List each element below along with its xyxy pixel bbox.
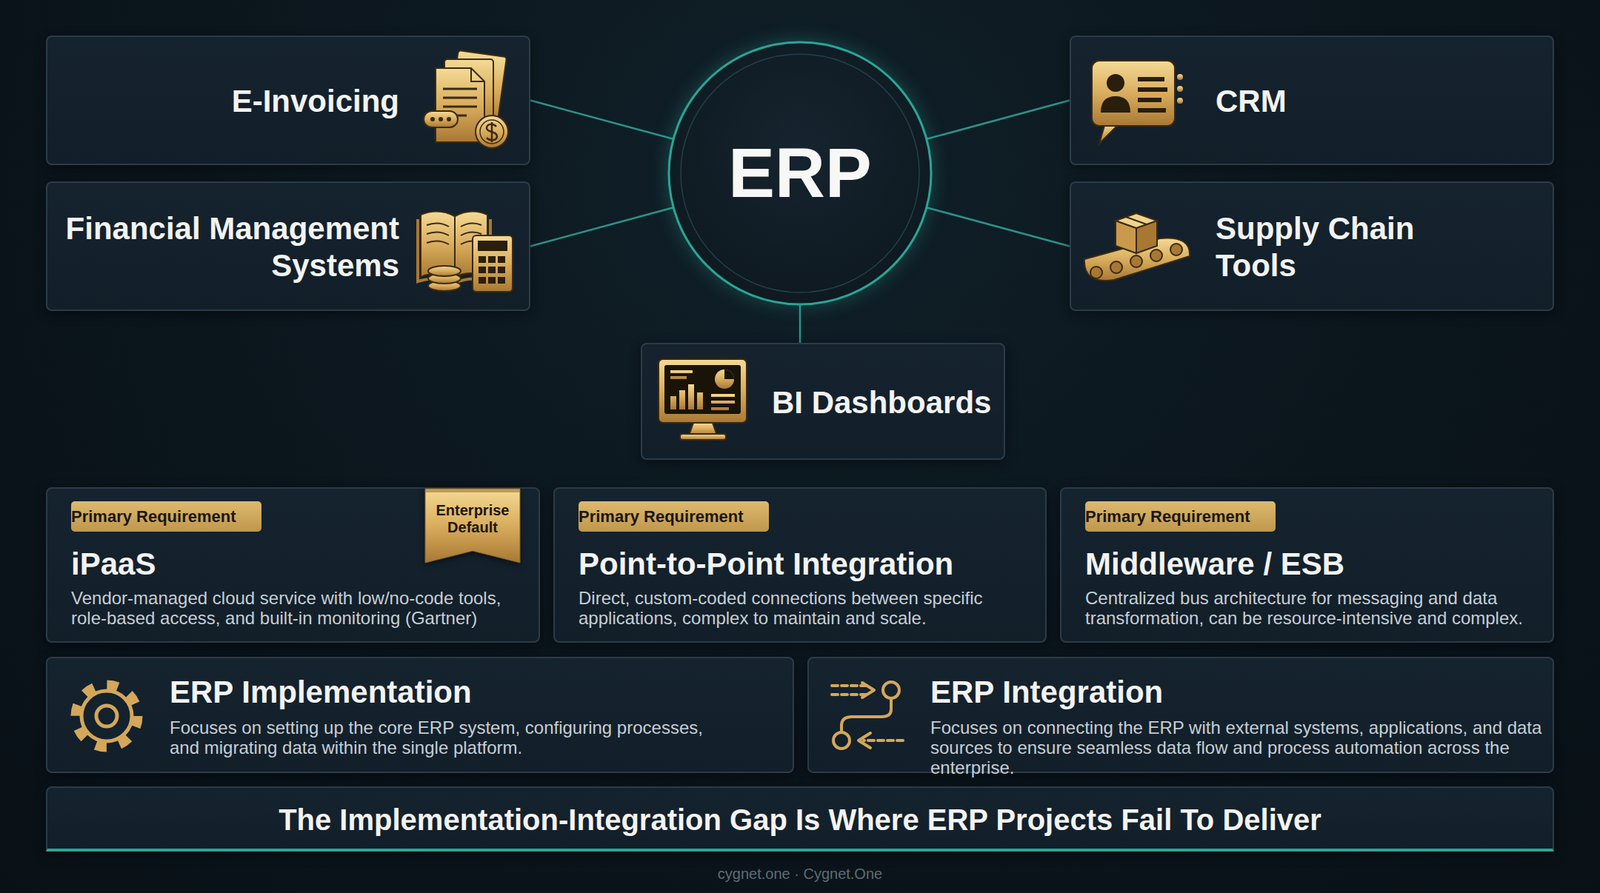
connector-line bbox=[530, 207, 674, 246]
tag-text: Primary Requirement bbox=[71, 501, 262, 532]
card-body: Direct, custom-coded connections between… bbox=[578, 588, 1042, 629]
card-body: Focuses on setting up the core ERP syste… bbox=[169, 717, 715, 758]
erp-hub-circle: ERP bbox=[667, 40, 933, 306]
footer-credit: cygnet.one · Cygnet.One bbox=[577, 865, 1023, 883]
tag-text: Primary Requirement bbox=[578, 501, 769, 532]
definition-card: ERP ImplementationFocuses on setting up … bbox=[45, 657, 795, 774]
box-title: BI Dashboards bbox=[771, 384, 1003, 422]
card-heading: Point-to-Point Integration bbox=[578, 545, 1038, 583]
system-box: Supply Chain Tools bbox=[1069, 181, 1555, 312]
system-box: E-Invoicing bbox=[45, 35, 531, 166]
badge-text: Enterprise Default bbox=[428, 502, 518, 537]
box-title: Supply Chain Tools bbox=[1215, 210, 1438, 285]
requirement-tag: Primary Requirement bbox=[1085, 501, 1276, 532]
approach-card: Point-to-Point IntegrationDirect, custom… bbox=[553, 487, 1047, 643]
box-title: CRM bbox=[1215, 82, 1527, 120]
card-body: Focuses on connecting the ERP with exter… bbox=[930, 717, 1553, 778]
card-body: Vendor-managed cloud service with low/no… bbox=[71, 588, 535, 629]
requirement-tag: Primary Requirement bbox=[578, 501, 769, 532]
box-title: E-Invoicing bbox=[51, 82, 400, 120]
approach-card: Middleware / ESB Centralized bus architec… bbox=[1060, 487, 1555, 643]
system-box: CRM bbox=[1069, 35, 1555, 166]
approach-card: iPaaS Vendor-managed cloud service with l… bbox=[45, 487, 540, 643]
card-heading: iPaaS bbox=[71, 545, 412, 583]
system-box: BI Dashboards bbox=[640, 342, 1006, 460]
requirement-tag: Primary Requirement bbox=[71, 501, 262, 532]
system-box: Financial Management Systems bbox=[45, 181, 531, 312]
tag-text: Primary Requirement bbox=[1085, 501, 1276, 532]
connector-line bbox=[799, 304, 802, 343]
definition-card: ERP IntegrationFocuses on connecting the… bbox=[807, 657, 1555, 774]
gap-banner: The Implementation-Integration Gap Is Wh… bbox=[45, 786, 1555, 852]
card-heading: ERP Implementation bbox=[169, 674, 763, 712]
card-heading: ERP Integration bbox=[930, 674, 1523, 712]
default-badge: Enterprise Default bbox=[425, 488, 520, 563]
connector-line bbox=[926, 100, 1070, 140]
card-heading: Middleware / ESB bbox=[1085, 545, 1545, 583]
card-body: Centralized bus architecture for messagi… bbox=[1085, 588, 1549, 629]
ribbon-shape bbox=[425, 488, 520, 563]
banner-text: The Implementation-Integration Gap Is Wh… bbox=[47, 802, 1553, 838]
connector-line bbox=[530, 100, 674, 140]
ribbon-fold bbox=[425, 488, 520, 493]
hub-title: ERP bbox=[667, 138, 933, 209]
connector-line bbox=[926, 207, 1070, 246]
box-title: Financial Management Systems bbox=[51, 210, 400, 285]
